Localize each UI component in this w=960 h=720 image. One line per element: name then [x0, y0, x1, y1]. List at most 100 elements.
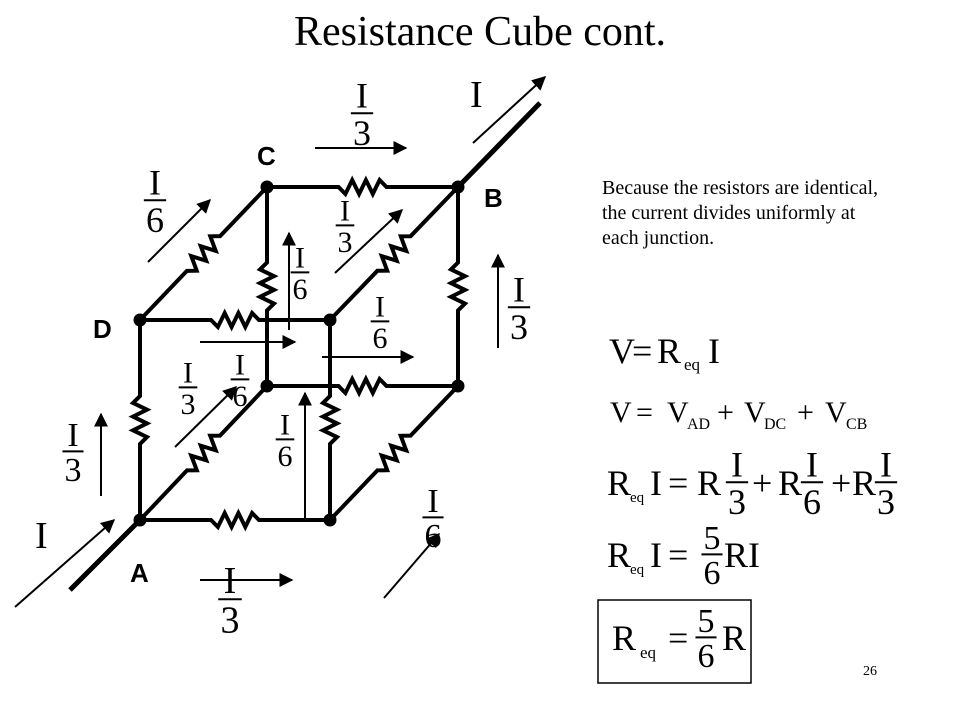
eq2-equals: =	[636, 396, 653, 429]
arrow-outgoing-b	[472, 76, 547, 144]
node-label-c: C	[257, 141, 276, 171]
resistor-g-b	[328, 185, 460, 322]
arrow-incoming-a	[14, 519, 116, 608]
eq1-sub: eq	[684, 355, 701, 374]
frac-bottom-i-3-denominator: 3	[221, 600, 240, 642]
frac-lower-i-6-numerator: I	[235, 349, 245, 382]
frac-left-i-6: I6	[143, 163, 167, 240]
eq2-v: V	[610, 396, 632, 429]
result-box	[597, 599, 752, 684]
lead-wire-b	[456, 101, 542, 189]
node-dot-g	[323, 313, 337, 327]
eq2-sub-ad: AD	[687, 416, 710, 433]
eq4-frac-denominator: 6	[704, 555, 721, 592]
eq4-frac: 56	[701, 520, 723, 592]
resistor-b-h	[446, 187, 470, 386]
slide-number: 26	[863, 664, 877, 679]
frac-top-i-3: I3	[350, 76, 374, 153]
eq2-v-dc: V	[744, 396, 766, 429]
node-dot-e	[260, 379, 274, 393]
eq4-frac-numerator: 5	[704, 520, 721, 557]
eq5-frac-numerator: 5	[698, 603, 715, 640]
node-dot-f	[323, 513, 337, 527]
frac-center-i-6-numerator: I	[375, 291, 385, 324]
frac-bottom-i-3-numerator: I	[224, 560, 237, 602]
frac-top-i-3-denominator: 3	[353, 113, 371, 153]
frac-mid-i-3-numerator: I	[340, 195, 350, 228]
resistor-d-c	[138, 185, 269, 322]
eq3-equals: =	[668, 463, 688, 503]
frac-lower-mid-i-6-numerator: I	[280, 409, 290, 442]
cube-resistors	[128, 175, 470, 532]
eq3-frac-3-denominator: 3	[877, 482, 895, 522]
eq5-sub: eq	[640, 643, 657, 662]
description-text: Because the resistors are identical, the…	[602, 177, 878, 249]
frac-center-i-6-denominator: 6	[373, 322, 388, 355]
resistor-a-e	[138, 384, 269, 522]
frac-bottom-right-i-6: I6	[422, 483, 444, 555]
frac-lower-i-3-denominator: 3	[181, 388, 196, 421]
frac-left-i-3-numerator: I	[67, 417, 78, 454]
eq2-sub-cb: CB	[846, 416, 867, 433]
eq1-r: R	[657, 331, 681, 371]
eq4-equals: =	[668, 535, 688, 575]
resistor-d-a	[128, 320, 152, 520]
eq3-sub: eq	[630, 490, 645, 506]
eq3-frac-3: I3	[874, 445, 898, 522]
eq3-frac-1: I3	[725, 445, 749, 522]
label-i-a: I	[35, 515, 48, 557]
frac-left-i-3: I3	[62, 417, 84, 489]
resistor-a-f	[140, 508, 330, 532]
eq5-r-2: R	[722, 618, 746, 658]
eq1-v: V	[609, 331, 635, 371]
slide-title: Resistance Cube cont.	[293, 9, 667, 55]
resistor-f-h	[328, 384, 460, 522]
cube-nodes	[133, 180, 465, 527]
label-i-b: I	[470, 74, 483, 116]
eq3-frac-1-denominator: 3	[728, 482, 746, 522]
frac-bottom-right-i-6-denominator: 6	[425, 518, 442, 555]
frac-right-i-3: I3	[507, 270, 531, 347]
eq2-v-ad: V	[667, 396, 689, 429]
frac-inner-i-6-denominator: 6	[293, 273, 308, 306]
resistor-d-g	[140, 308, 330, 332]
eq3-r-3: R	[852, 463, 876, 503]
frac-mid-i-3-denominator: 3	[338, 226, 353, 259]
frac-lower-i-3-numerator: I	[183, 357, 193, 390]
eq3-plus-2: +	[831, 463, 851, 503]
eq5-equals: =	[668, 618, 688, 658]
arrow-top-left-diag	[147, 199, 211, 263]
eq3-plus-1: +	[752, 463, 772, 503]
eq3-i: I	[650, 463, 662, 503]
lead-wire-a	[68, 518, 142, 592]
eq2-v-cb: V	[825, 396, 847, 429]
frac-left-i-3-denominator: 3	[65, 452, 82, 489]
frac-right-i-3-numerator: I	[513, 270, 525, 310]
current-arrows	[14, 76, 547, 608]
node-label-b: B	[484, 183, 503, 213]
eq3-frac-2: I6	[800, 445, 824, 522]
frac-inner-i-6-numerator: I	[295, 242, 305, 275]
eq3-frac-2-denominator: 6	[803, 482, 821, 522]
cube-wires	[68, 101, 542, 592]
eq4-r: R	[607, 535, 631, 575]
eq5-r: R	[612, 618, 636, 658]
frac-left-i-6-numerator: I	[149, 163, 161, 203]
eq4-sub: eq	[630, 562, 645, 578]
eq2-sub-dc: DC	[764, 416, 786, 433]
node-label-a: A	[130, 558, 149, 588]
frac-lower-i-6: I6	[230, 349, 250, 413]
frac-bottom-right-i-6-numerator: I	[427, 483, 438, 520]
frac-lower-mid-i-6: I6	[275, 409, 295, 473]
eq3-frac-1-numerator: I	[731, 445, 743, 485]
eq3-r: R	[607, 463, 631, 503]
